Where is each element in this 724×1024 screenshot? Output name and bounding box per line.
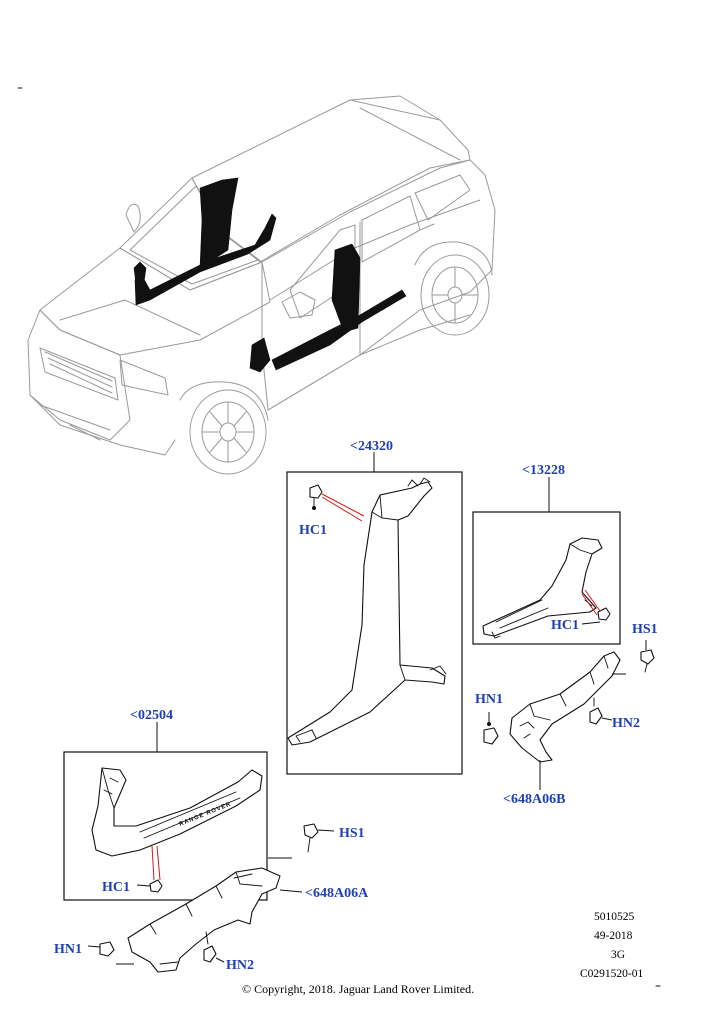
b-pillar-trim-group [286,452,463,775]
b-pillar-trim [287,481,446,746]
callout-02504: <02504 [130,708,173,723]
copyright-notice: © Copyright, 2018. Jaguar Land Rover Lim… [242,982,474,996]
callout-hc1-front-sill: HC1 [102,880,130,895]
rear-sill-trim-group [472,477,621,645]
nut-icon [483,727,499,745]
callout-hn2-right: HN2 [612,716,640,731]
bracket-648a06a [127,867,281,973]
rear-sill-frame [472,511,621,645]
callout-hn1-left: HN1 [54,942,82,957]
callout-hn1-right: HN1 [475,692,503,707]
reference-line-1: 5010525 [594,911,635,923]
stud-icon [589,707,603,725]
bracket-648a06b [509,651,621,763]
reference-line-3: 3G [611,949,625,961]
callout-13228: <13228 [522,463,565,478]
callout-648a06b: <648A06B [503,792,565,807]
clip-icon [597,607,611,621]
callout-hc1-b-pillar: HC1 [299,523,327,538]
callout-hs1-left: HS1 [339,826,365,841]
screw-icon [303,823,319,839]
callout-hc1-rear-sill: HC1 [551,618,579,633]
callout-hs1-right: HS1 [632,622,658,637]
front-sill-frame [63,751,268,901]
vehicle-illustration [27,95,496,475]
callout-24320: <24320 [350,439,393,454]
screw-icon [640,649,655,665]
front-sill-trim [91,767,263,857]
clip-icon [309,484,323,499]
reference-line-4: C0291520-01 [580,968,644,980]
stud-icon [203,945,217,963]
bracket-648a06b-group [483,640,655,790]
reference-line-2: 49-2018 [594,930,633,942]
clip-icon [149,879,163,893]
nut-icon [99,941,115,957]
rear-sill-trim [482,537,603,637]
bracket-648a06a-group [87,823,335,973]
callout-648a06a: <648A06A [305,886,369,901]
callout-hn2-left: HN2 [226,958,254,973]
